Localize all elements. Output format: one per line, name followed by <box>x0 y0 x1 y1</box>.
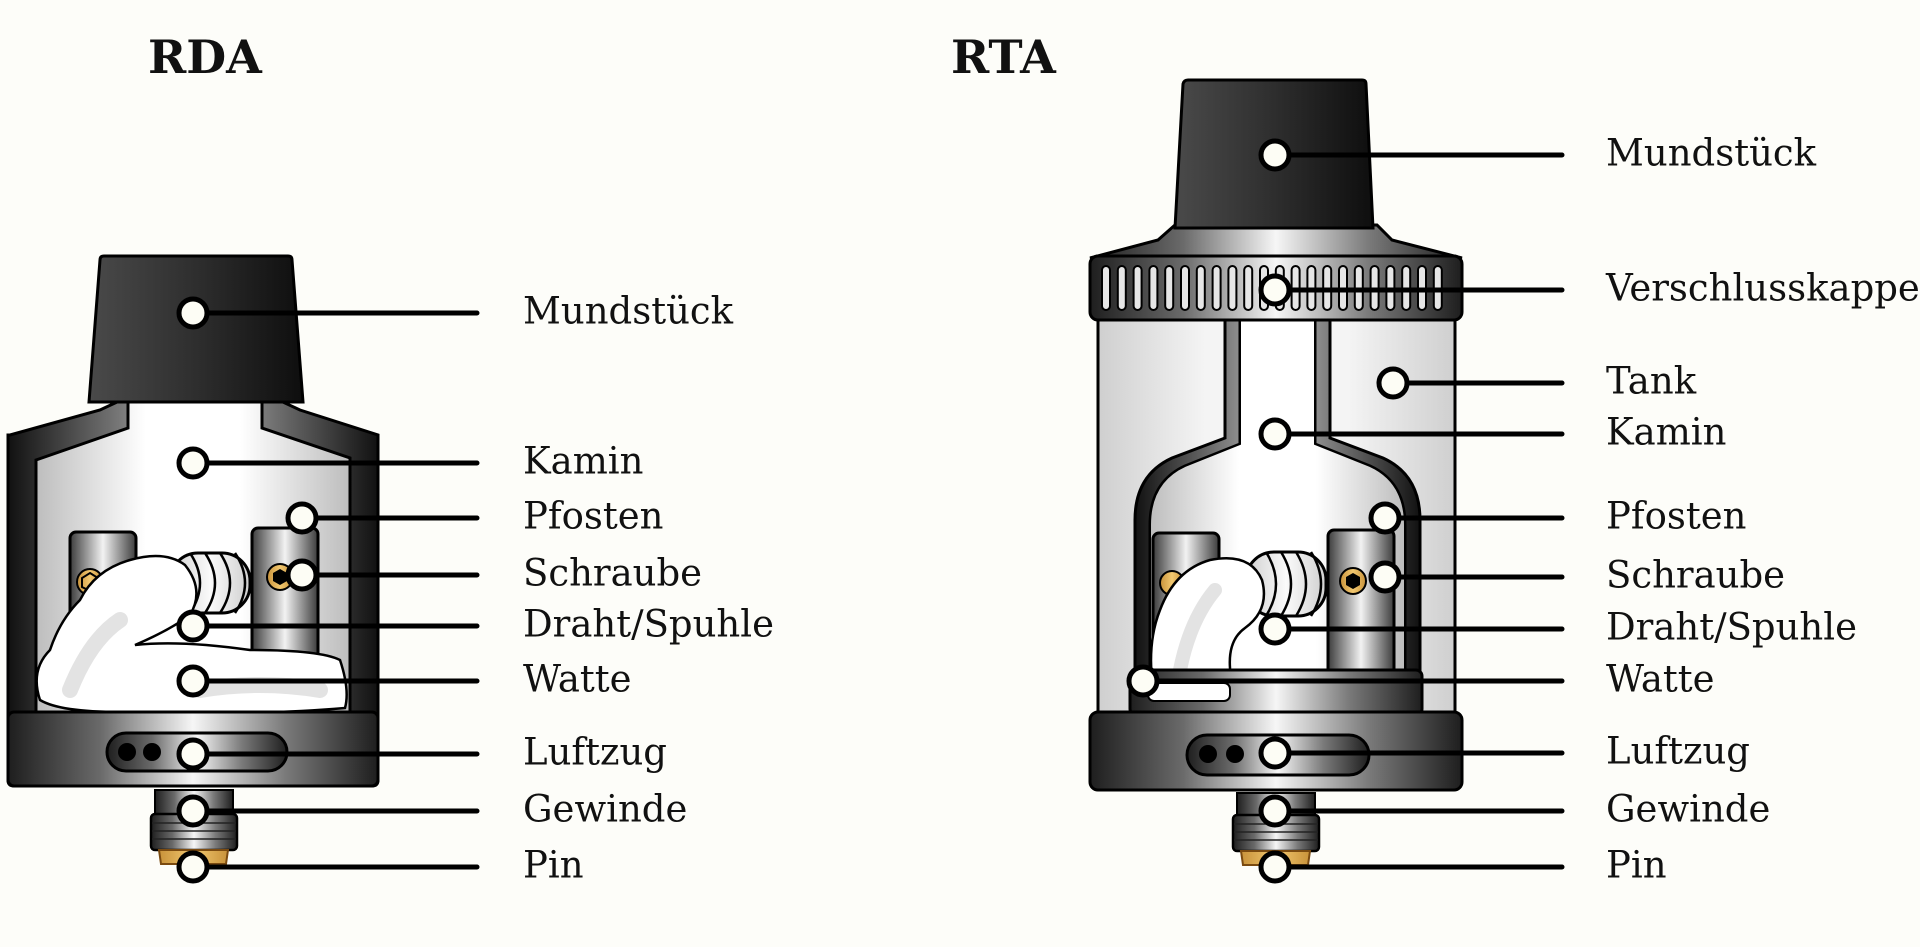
rta-label-draht-spuhle: Draht/Spuhle <box>1606 605 1857 649</box>
rda-marker-pfosten <box>285 501 319 535</box>
knurl-groove <box>1180 265 1190 311</box>
rta-cotton-shading <box>1173 583 1222 677</box>
rta-label-pfosten: Pfosten <box>1606 494 1747 538</box>
rta-marker-kamin <box>1258 417 1292 451</box>
rta-marker-tank <box>1376 366 1410 400</box>
rda-marker-mundstueck <box>176 296 210 330</box>
rta-marker-pin <box>1258 850 1292 884</box>
rta-label-gewinde: Gewinde <box>1606 787 1771 831</box>
rta-markers <box>1126 138 1410 884</box>
rda-label-luftzug: Luftzug <box>523 730 667 774</box>
rta-label-tank: Tank <box>1606 359 1697 403</box>
knurl-groove <box>1195 265 1206 311</box>
rta-marker-schraube <box>1368 560 1402 594</box>
knurl-groove <box>1132 265 1143 311</box>
rda-marker-schraube <box>285 558 319 592</box>
rta-marker-verschlusskappe <box>1258 273 1292 307</box>
rda-markers <box>176 296 319 884</box>
rda-label-draht-spuhle: Draht/Spuhle <box>523 602 774 646</box>
rta-screw-right <box>1339 567 1367 595</box>
rda-marker-draht <box>176 609 210 643</box>
rda-marker-pin <box>176 850 210 884</box>
rda-illustration <box>6 254 380 865</box>
rda-leader-lines <box>190 310 480 870</box>
rta-marker-gewinde <box>1258 794 1292 828</box>
rta-marker-mundstueck <box>1258 138 1292 172</box>
rda-label-pin: Pin <box>523 843 584 887</box>
rda-label-watte: Watte <box>523 657 632 701</box>
rta-marker-draht <box>1258 612 1292 646</box>
rda-label-kamin: Kamin <box>523 439 644 483</box>
rta-cotton-tail <box>1147 682 1231 702</box>
rta-label-mundstueck: Mundstück <box>1606 131 1817 175</box>
rda-label-gewinde: Gewinde <box>523 787 688 831</box>
rda-marker-watte <box>176 664 210 698</box>
knurl-groove <box>1164 265 1175 311</box>
rda-title: RDA <box>148 30 262 84</box>
rta-leader-lines <box>1140 152 1565 870</box>
rta-marker-pfosten <box>1368 501 1402 535</box>
knurl-groove <box>1116 265 1127 311</box>
rta-post-right <box>1326 528 1396 687</box>
rta-label-luftzug: Luftzug <box>1606 729 1750 773</box>
rta-title: RTA <box>951 30 1056 84</box>
rda-marker-luftzug <box>176 737 210 771</box>
knurl-groove <box>1148 265 1159 311</box>
knurl-groove <box>1101 265 1111 311</box>
rta-label-kamin: Kamin <box>1606 410 1727 454</box>
rta-label-watte: Watte <box>1606 657 1715 701</box>
rda-marker-gewinde <box>176 794 210 828</box>
rta-label-schraube: Schraube <box>1606 553 1786 597</box>
rta-marker-luftzug <box>1258 736 1292 770</box>
rta-coil <box>1244 550 1328 618</box>
knurl-groove <box>1227 265 1238 311</box>
rda-label-schraube: Schraube <box>523 551 703 595</box>
knurl-groove <box>1243 265 1254 311</box>
rda-cotton-shading <box>62 612 328 698</box>
rta-label-pin: Pin <box>1606 843 1667 887</box>
knurl-groove <box>1211 265 1222 311</box>
rta-cap-shoulder <box>1089 223 1463 260</box>
rta-marker-watte <box>1126 664 1160 698</box>
rta-label-verschlusskappe: Verschlusskappe <box>1606 266 1920 310</box>
rda-marker-kamin <box>176 446 210 480</box>
rda-label-pfosten: Pfosten <box>523 494 664 538</box>
rda-label-mundstueck: Mundstück <box>523 289 734 333</box>
